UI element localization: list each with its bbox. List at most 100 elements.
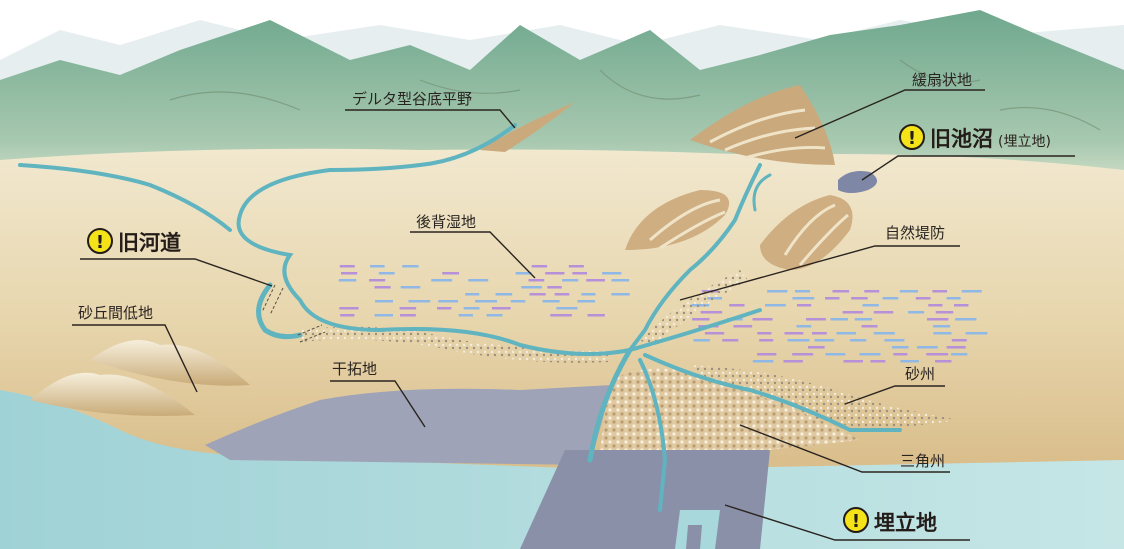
marsh-dash (961, 290, 982, 293)
marsh-dash (873, 311, 894, 314)
marsh-dash (946, 297, 961, 300)
marsh-dash (814, 339, 835, 342)
label-polder: 干拓地 (332, 360, 377, 378)
marsh-dash (693, 339, 710, 342)
marsh-dash (884, 339, 905, 342)
marsh-dash (935, 311, 954, 314)
marsh-dash (510, 300, 526, 303)
marsh-dash (787, 339, 810, 342)
marsh-dash (437, 307, 452, 310)
marsh-dash (807, 346, 825, 349)
marsh-dash (733, 325, 753, 328)
marsh-dash (562, 279, 579, 282)
marsh-dash (458, 314, 473, 317)
marsh-dash (572, 272, 588, 275)
label-delta: 三角州 (900, 452, 945, 470)
marsh-dash (341, 272, 358, 275)
marsh-dash (400, 314, 416, 317)
marsh-dash (374, 314, 394, 317)
label-interdune-lowland: 砂丘間低地 (78, 304, 153, 322)
marsh-dash (899, 290, 919, 293)
label-back-marsh: 後背湿地 (416, 213, 476, 231)
marsh-dash (783, 360, 803, 363)
river-network (18, 123, 902, 512)
marsh-dash (556, 307, 578, 310)
marsh-dash (825, 297, 840, 300)
label-sandbar: 砂州 (905, 365, 935, 383)
svg-text:!: ! (908, 128, 916, 149)
marsh-dash (704, 332, 725, 335)
exclamation-warning-icon: ! (899, 124, 925, 150)
marsh-dash (891, 346, 909, 349)
svg-text:!: ! (852, 511, 860, 532)
gentle-fan (690, 85, 835, 165)
marsh-dash (965, 332, 988, 335)
marsh-dash (946, 346, 966, 349)
marsh-dash (882, 297, 899, 300)
marsh-dash (374, 286, 391, 289)
marsh-dash (764, 304, 786, 307)
marsh-dash (468, 279, 489, 282)
sandbar (690, 365, 960, 430)
marsh-dash (577, 300, 596, 303)
marsh-dash (399, 307, 417, 310)
marsh-dash (463, 307, 480, 310)
marsh-dash (408, 300, 431, 303)
label-former-channel: 旧河道 (118, 231, 181, 255)
marsh-dash (795, 290, 811, 293)
marsh-dash (926, 318, 949, 321)
marsh-dash (836, 332, 857, 335)
label-reclaimed-land: 埋立地 (874, 511, 937, 535)
exclamation-warning-icon: ! (87, 228, 113, 254)
marsh-dash (796, 325, 812, 328)
marsh-dash (475, 300, 498, 303)
marsh-dash (369, 279, 386, 282)
marsh-dash (465, 293, 480, 296)
marsh-dash (587, 314, 605, 317)
marsh-dash (542, 300, 560, 303)
marsh-dash (908, 311, 925, 314)
marsh-dash (830, 318, 849, 321)
marsh-dash (550, 314, 572, 317)
marsh-dash (375, 300, 394, 303)
marsh-dash (586, 279, 605, 282)
marsh-dash (792, 353, 814, 356)
marsh-dash (864, 290, 880, 293)
delta (600, 368, 860, 450)
marsh-dash (568, 265, 584, 268)
marsh-dash (893, 353, 908, 356)
marsh-dash (916, 346, 938, 349)
polder (205, 385, 612, 465)
marsh-dash (529, 293, 546, 296)
label-former-pond: 旧池沼 (930, 127, 993, 151)
marsh-dash (722, 339, 739, 342)
label-leaders (72, 89, 1075, 541)
marsh-dash (832, 290, 850, 293)
marsh-dash (581, 293, 596, 296)
marsh-dash (442, 272, 460, 275)
marsh-dash (796, 304, 812, 307)
marsh-dash (759, 339, 774, 342)
marsh-dash (851, 297, 868, 300)
marsh-dash (932, 290, 948, 293)
marsh-dash (843, 360, 863, 363)
marsh-dash (915, 297, 931, 300)
label-gentle-fan: 緩扇状地 (912, 71, 972, 89)
marsh-dash (495, 293, 513, 296)
marsh-dash (438, 300, 458, 303)
marsh-dash (340, 314, 355, 317)
marsh-dash (900, 360, 919, 363)
marsh-dash (554, 293, 570, 296)
marsh-dash (339, 265, 355, 268)
label-former-pond-note: (埋立地) (998, 134, 1051, 150)
marsh-dash (954, 304, 969, 307)
marsh-dash (859, 353, 881, 356)
marsh-dash (933, 332, 952, 335)
marsh-dash (486, 314, 503, 317)
marsh-dash (842, 311, 864, 314)
marsh-dash (611, 279, 630, 282)
marsh-dash (955, 318, 977, 321)
marsh-dash (873, 332, 895, 335)
marsh-dash (545, 272, 565, 275)
